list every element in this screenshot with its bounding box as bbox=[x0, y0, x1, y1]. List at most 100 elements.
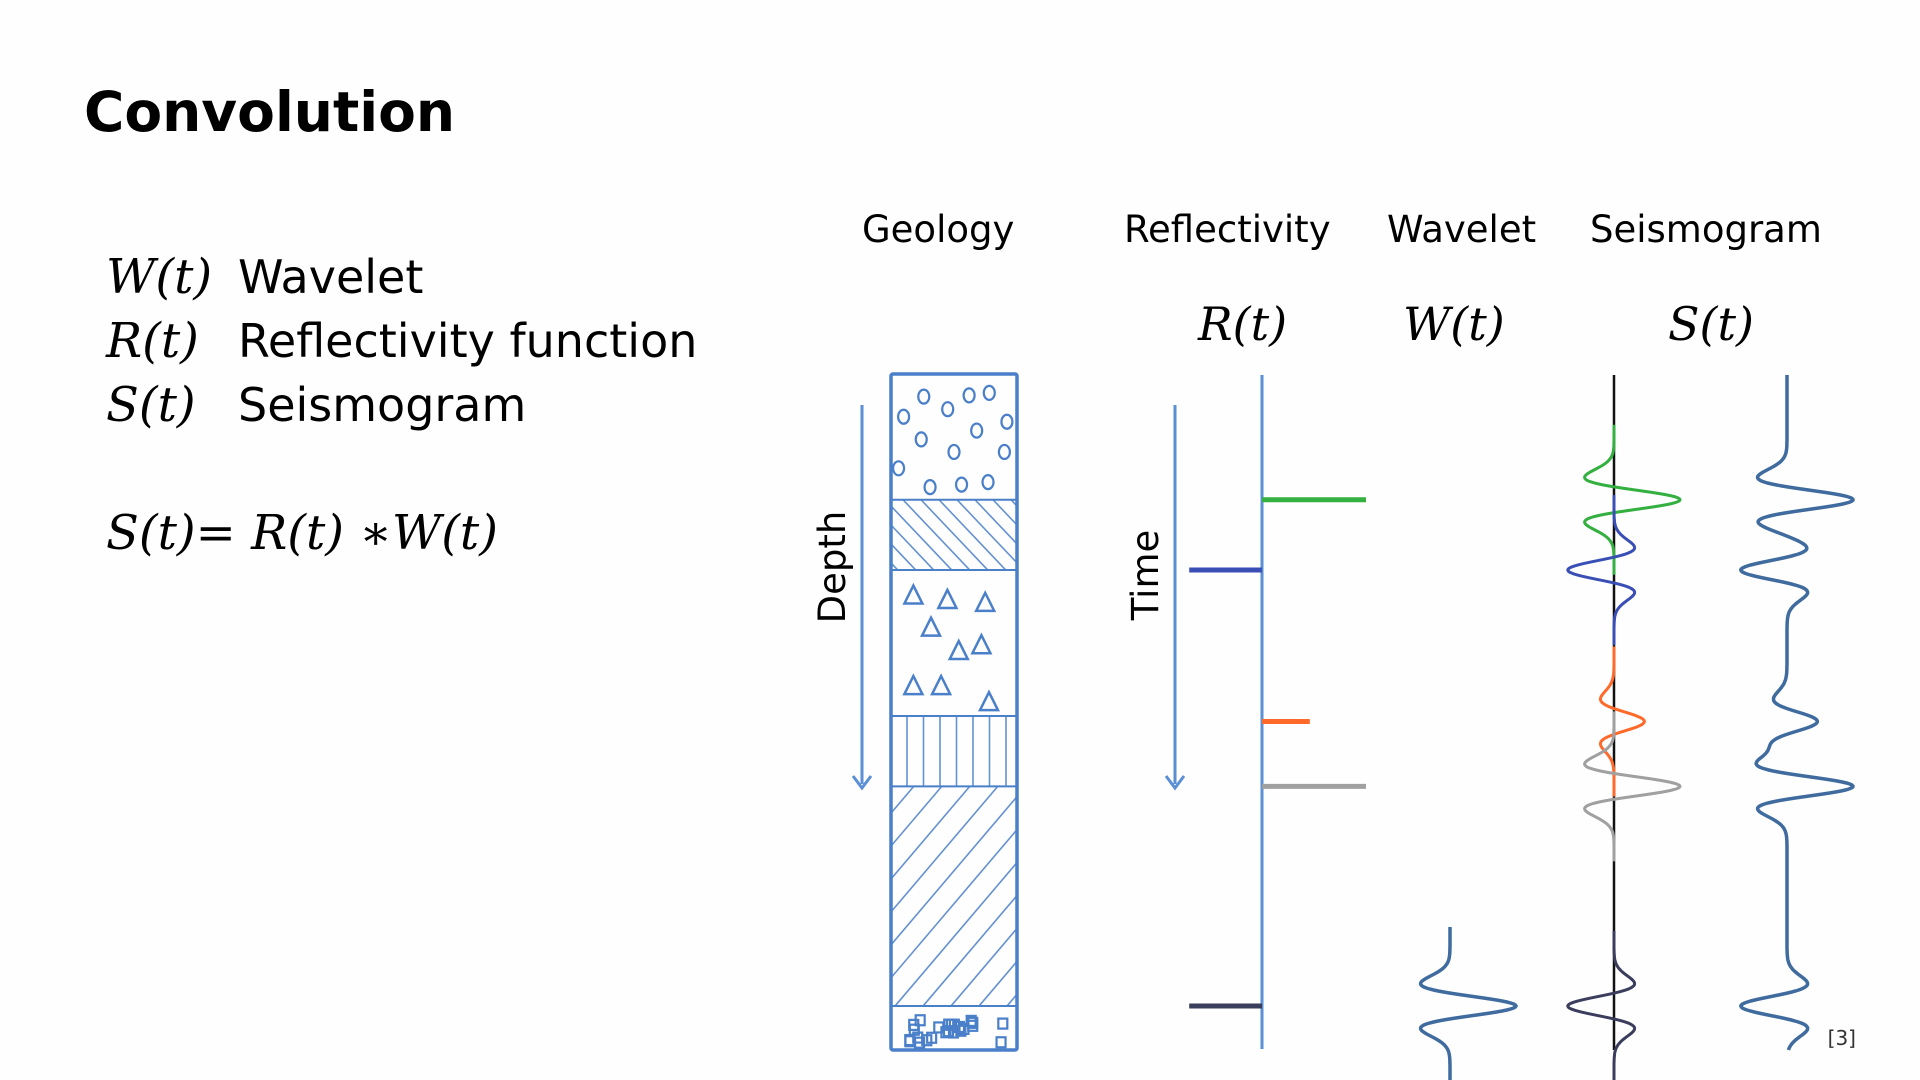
hatch-line bbox=[978, 960, 1017, 1007]
hatch-line bbox=[891, 785, 943, 848]
reference-citation: [3] bbox=[1827, 1026, 1856, 1050]
depth-axis: Depth bbox=[811, 405, 873, 791]
reflector-traces bbox=[1566, 375, 1682, 1080]
circle-grain bbox=[947, 443, 961, 461]
hatch-line bbox=[891, 795, 1017, 947]
reflectivity-series bbox=[1189, 375, 1366, 1049]
reflector-trace bbox=[1583, 711, 1682, 862]
time-axis: Time bbox=[1124, 405, 1186, 791]
triangle-grain bbox=[970, 632, 993, 655]
triangle-grain bbox=[947, 638, 970, 661]
geology-layer-squares bbox=[904, 1014, 1009, 1049]
time-arrow-head-icon bbox=[1164, 775, 1186, 791]
geology-layer-circles bbox=[891, 384, 1014, 496]
hatch-line bbox=[891, 828, 1017, 980]
geology-layer-vertical-lines bbox=[906, 716, 1007, 787]
seismogram-plot bbox=[1738, 375, 1855, 1051]
header-seismogram: Seismogram bbox=[1590, 208, 1822, 251]
wavelet-curve bbox=[1418, 927, 1519, 1080]
definition-description: Reflectivity function bbox=[238, 314, 698, 368]
reflector-trace bbox=[1566, 495, 1637, 646]
definition-symbol: R(t) bbox=[106, 313, 199, 369]
reflector-trace bbox=[1599, 646, 1646, 797]
circle-grain bbox=[914, 431, 928, 448]
circle-grain bbox=[970, 422, 984, 439]
hatch-line bbox=[699, 786, 886, 1006]
circle-grain bbox=[981, 474, 995, 491]
hatch-line bbox=[974, 499, 1017, 546]
circle-grain bbox=[997, 443, 1012, 461]
hatch-line bbox=[938, 499, 1007, 571]
header-wavelet: Wavelet bbox=[1387, 208, 1537, 251]
circle-grain bbox=[917, 388, 931, 405]
hatch-line bbox=[956, 499, 1017, 565]
triangle-grain bbox=[919, 614, 943, 637]
geology-border bbox=[889, 372, 1019, 1052]
hatch-line bbox=[950, 927, 1017, 1007]
reflector-trace bbox=[1566, 931, 1637, 1080]
triangle-grain bbox=[930, 673, 953, 696]
geology-patterns bbox=[671, 384, 1222, 1049]
convolution-equation: S(t)= R(t) ∗W(t) bbox=[106, 505, 498, 561]
square-grain bbox=[967, 1019, 979, 1032]
triangle-grain bbox=[902, 582, 925, 605]
time-label: Time bbox=[1124, 530, 1167, 622]
definition-reflectivity: R(t) Reflectivity function bbox=[106, 311, 697, 371]
definition-description: Wavelet bbox=[238, 250, 424, 304]
circle-grain bbox=[1000, 413, 1014, 430]
circle-grain bbox=[941, 401, 955, 418]
symbol-reflectivity: R(t) bbox=[1198, 297, 1288, 351]
square-grain bbox=[904, 1035, 916, 1048]
depth-arrow-head-icon bbox=[851, 775, 873, 791]
geology-column bbox=[671, 372, 1222, 1052]
square-grain bbox=[995, 1036, 1007, 1049]
hatch-line bbox=[1029, 500, 1096, 570]
hatch-line bbox=[891, 504, 953, 571]
hatch-line bbox=[891, 785, 999, 914]
geology-layer-slash-hatch bbox=[671, 785, 1222, 1007]
triangle-grain bbox=[936, 587, 959, 610]
square-grain bbox=[945, 1018, 957, 1031]
square-grain bbox=[921, 1034, 933, 1047]
definition-symbol: W(t) bbox=[106, 249, 213, 305]
square-grain bbox=[914, 1014, 926, 1027]
circle-grain bbox=[923, 479, 937, 496]
triangle-grain bbox=[974, 590, 997, 613]
hatch-line bbox=[894, 861, 1017, 1007]
hatch-line bbox=[920, 499, 989, 571]
circle-grain bbox=[982, 384, 996, 401]
definition-symbol: S(t) bbox=[106, 377, 196, 433]
symbol-seismogram: S(t) bbox=[1668, 297, 1754, 351]
definition-seismogram: S(t) Seismogram bbox=[106, 375, 526, 435]
hatch-line bbox=[671, 786, 858, 1006]
header-geology: Geology bbox=[862, 208, 1015, 251]
hatch-line bbox=[1006, 993, 1017, 1007]
slide-title: Convolution bbox=[84, 80, 456, 144]
circle-grain bbox=[962, 387, 976, 404]
definition-description: Seismogram bbox=[238, 378, 527, 432]
hatch-line bbox=[992, 499, 1017, 527]
geology-layer-backslash-hatch bbox=[891, 499, 1096, 571]
hatch-line bbox=[902, 499, 971, 571]
circle-grain bbox=[891, 460, 906, 477]
symbol-wavelet: W(t) bbox=[1403, 297, 1505, 351]
circle-grain bbox=[896, 408, 911, 425]
hatch-line bbox=[891, 523, 935, 571]
hatch-line bbox=[1035, 786, 1222, 1006]
hatch-line bbox=[891, 542, 917, 571]
square-grain bbox=[933, 1021, 945, 1034]
circle-grain bbox=[954, 476, 969, 493]
square-grain bbox=[997, 1017, 1009, 1030]
reflector-trace bbox=[1583, 424, 1682, 575]
triangle-grain bbox=[977, 689, 1001, 712]
hatch-line bbox=[891, 785, 915, 815]
seismogram-curve bbox=[1738, 375, 1855, 1051]
header-reflectivity: Reflectivity bbox=[1124, 208, 1331, 251]
geology-layer-triangles bbox=[902, 582, 1001, 712]
wavelet-plot bbox=[1418, 927, 1519, 1080]
depth-label: Depth bbox=[811, 511, 854, 624]
hatch-line bbox=[891, 785, 971, 881]
hatch-line bbox=[1010, 499, 1017, 508]
definition-wavelet: W(t) Wavelet bbox=[106, 247, 423, 307]
